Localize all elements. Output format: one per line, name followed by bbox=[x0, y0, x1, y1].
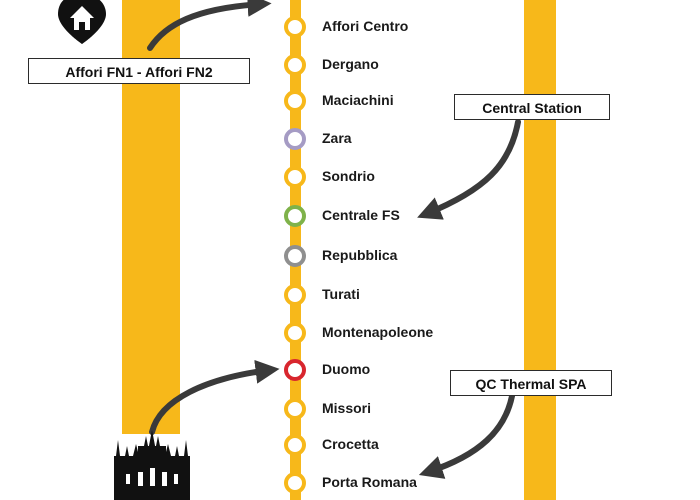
station-dergano: Dergano bbox=[284, 54, 379, 76]
station-sondrio: Sondrio bbox=[284, 166, 375, 188]
callout-affori-fn: Affori FN1 - Affori FN2 bbox=[28, 58, 250, 84]
callout-qc-thermal-spa: QC Thermal SPA bbox=[450, 370, 612, 396]
station-marker bbox=[284, 322, 306, 344]
arrow-to-porta-romana bbox=[418, 393, 515, 479]
station-marker bbox=[284, 128, 306, 150]
station-name: Montenapoleone bbox=[322, 324, 434, 340]
station-marker bbox=[284, 245, 306, 267]
station-zara: Zara bbox=[284, 128, 352, 150]
arrow-to-centrale bbox=[417, 119, 521, 220]
station-name: Zara bbox=[322, 130, 352, 146]
station-name: Duomo bbox=[322, 361, 371, 377]
callout-central-station: Central Station bbox=[454, 94, 610, 120]
station-porta-romana: Porta Romana bbox=[284, 472, 417, 494]
station-marker bbox=[284, 205, 306, 227]
station-marker bbox=[284, 359, 306, 381]
station-name: Porta Romana bbox=[322, 474, 417, 490]
station-centrale-fs: Centrale FS bbox=[284, 205, 400, 227]
station-name: Centrale FS bbox=[322, 207, 400, 223]
station-name: Affori Centro bbox=[322, 18, 409, 34]
station-name: Dergano bbox=[322, 56, 379, 72]
station-name: Turati bbox=[322, 286, 360, 302]
station-missori: Missori bbox=[284, 398, 371, 420]
station-crocetta: Crocetta bbox=[284, 434, 379, 456]
station-marker bbox=[284, 54, 306, 76]
station-duomo: Duomo bbox=[284, 359, 370, 381]
station-turati: Turati bbox=[284, 284, 360, 306]
station-name: Repubblica bbox=[322, 247, 398, 263]
station-marker bbox=[284, 90, 306, 112]
station-marker bbox=[284, 284, 306, 306]
station-name: Sondrio bbox=[322, 168, 375, 184]
duomo-cathedral-icon bbox=[114, 430, 190, 500]
station-marker bbox=[284, 166, 306, 188]
station-marker bbox=[284, 434, 306, 456]
station-marker bbox=[284, 16, 306, 38]
station-marker bbox=[284, 472, 306, 494]
station-montenapoleone: Montenapoleone bbox=[284, 322, 433, 344]
station-name: Crocetta bbox=[322, 436, 379, 452]
station-name: Missori bbox=[322, 400, 372, 416]
station-maciachini: Maciachini bbox=[284, 90, 394, 112]
home-location-pin-icon bbox=[58, 0, 106, 44]
station-repubblica: Repubblica bbox=[284, 245, 397, 267]
station-affori-centro: Affori Centro bbox=[284, 16, 408, 38]
station-name: Maciachini bbox=[322, 92, 394, 108]
right-yellow-stripe bbox=[524, 0, 556, 500]
station-marker bbox=[284, 398, 306, 420]
arrow-to-duomo bbox=[149, 359, 280, 435]
arrow-to-affori bbox=[147, 0, 272, 51]
